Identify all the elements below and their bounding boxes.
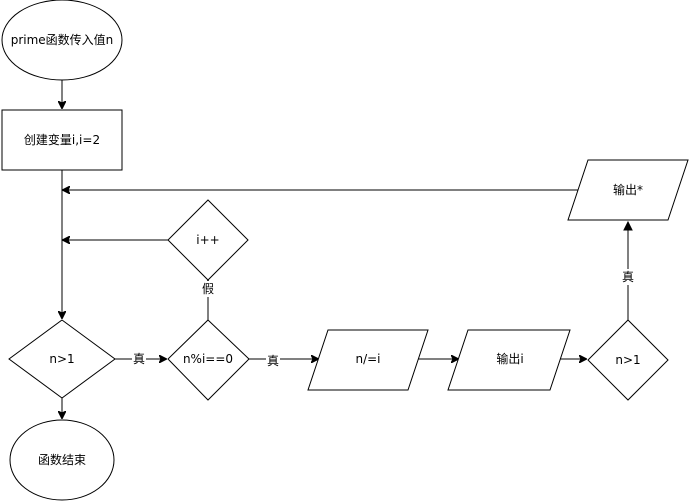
node-cond-n-gt-1-right: n>1 <box>587 319 669 401</box>
node-increment-label: i++ <box>196 233 219 247</box>
edge-label-true-1: 真 <box>133 352 145 366</box>
edge-cond-right-to-output-star-arrowhead <box>623 220 633 231</box>
node-divide-label: n/=i <box>355 352 380 366</box>
node-output-star-label: 输出* <box>613 182 643 197</box>
edge-labels: 真 真 假 真 <box>132 269 635 369</box>
node-cond-n-gt-1-right-label: n>1 <box>615 353 640 367</box>
node-end: 函数结束 <box>9 419 115 501</box>
node-output-i-label: 输出i <box>496 351 523 366</box>
edge-label-true-2: 真 <box>267 354 279 368</box>
node-create-vars: 创建变量i,i=2 <box>1 109 123 171</box>
edge-label-false-1: 假 <box>202 282 214 296</box>
node-increment: i++ <box>167 199 249 281</box>
node-start-label: prime函数传入值n <box>11 32 114 47</box>
node-cond-mod: n%i==0 <box>167 319 250 401</box>
node-create-vars-label: 创建变量i,i=2 <box>24 132 100 147</box>
edge-label-true-3: 真 <box>622 270 634 284</box>
node-cond-mod-label: n%i==0 <box>183 352 233 366</box>
node-output-i: 输出i <box>447 329 571 391</box>
node-cond-n-gt-1-left: n>1 <box>8 319 116 399</box>
node-end-label: 函数结束 <box>38 452 86 467</box>
node-output-star: 输出* <box>567 159 689 221</box>
node-start: prime函数传入值n <box>1 0 123 81</box>
node-divide: n/=i <box>307 329 429 391</box>
node-cond-n-gt-1-left-label: n>1 <box>49 352 74 366</box>
